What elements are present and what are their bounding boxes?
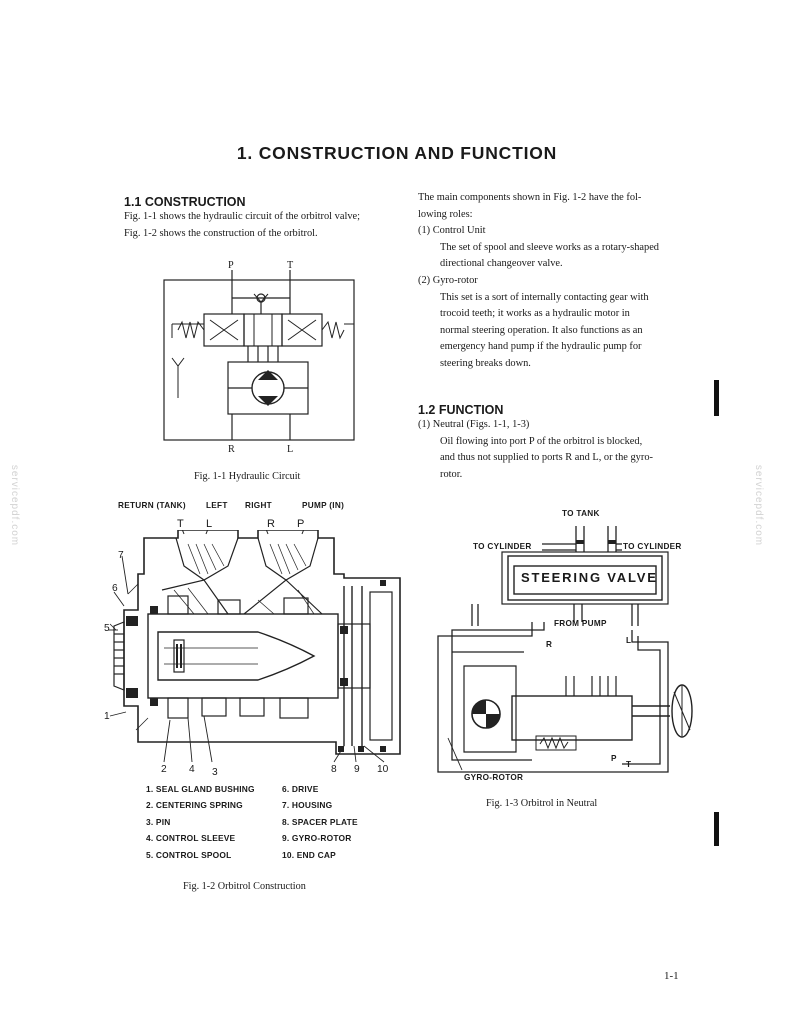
function-line: Oil flowing into port P of the orbitrol … (440, 435, 643, 447)
function-line: and thus not supplied to ports R and L, … (440, 452, 653, 464)
function-item-title: (1) Neutral (Figs. 1-1, 1-3) (418, 419, 530, 430)
legend-item: 5. CONTROL SPOOL (146, 849, 232, 860)
fig3-label-to-tank: TO TANK (562, 509, 600, 518)
fig3-label-steering-valve: STEERING VALVE (521, 570, 658, 585)
fig2-legend-left: 1. SEAL GLAND BUSHING 2. CENTERING SPRIN… (146, 781, 255, 863)
role-item-line: trocoid teeth; it works as a hydraulic m… (440, 308, 630, 320)
callout-3: 3 (212, 767, 218, 778)
fig3-label-to-cylinder-left: TO CYLINDER (473, 542, 532, 551)
watermark-left: servicepdf.com (9, 464, 21, 547)
function-heading: 1.2 FUNCTION (418, 403, 504, 417)
construction-line: Fig. 1-2 shows the construction of the o… (124, 227, 318, 239)
fig2-label-return: RETURN (TANK) (118, 501, 186, 510)
callout-6: 6 (112, 583, 118, 594)
construction-line: Fig. 1-1 shows the hydraulic circuit of … (124, 211, 361, 222)
callout-7: 7 (118, 550, 124, 561)
role-item-line: steering breaks down. (440, 357, 531, 369)
fig2-label-r: R (267, 518, 275, 530)
legend-item: 1. SEAL GLAND BUSHING (146, 784, 255, 794)
role-item-line: This set is a sort of internally contact… (440, 291, 649, 303)
fig1-label-r: R (228, 444, 235, 455)
legend-item: 6. DRIVE (282, 784, 319, 794)
legend-item: 3. PIN (146, 816, 171, 827)
function-text: (1) Neutral (Figs. 1-1, 1-3) Oil flowing… (418, 417, 708, 483)
hydraulic-circuit-diagram (163, 270, 355, 441)
fig2-label-pump: PUMP (IN) (302, 501, 345, 510)
margin-bar-top (714, 380, 719, 416)
legend-item: 9. GYRO-ROTOR (282, 833, 352, 844)
fig3-label-r: R (546, 640, 553, 649)
role-item-title: (2) Gyro-rotor (418, 274, 478, 286)
legend-item: 7. HOUSING (282, 800, 333, 811)
callout-5: 5 (104, 623, 110, 634)
orbitrol-neutral-diagram (437, 526, 693, 773)
fig1-caption: Fig. 1-1 Hydraulic Circuit (194, 471, 301, 482)
role-item-line: normal steering operation. It also funct… (440, 324, 643, 336)
construction-heading: 1.1 CONSTRUCTION (124, 195, 246, 209)
fig3-label-gyro-rotor: GYRO-ROTOR (464, 773, 524, 782)
roles-intro-line: The main components shown in Fig. 1-2 ha… (418, 192, 642, 203)
fig1-label-l: L (287, 444, 294, 455)
fig2-label-t: T (177, 518, 184, 530)
margin-bar-bottom (714, 812, 719, 846)
function-line: rotor. (440, 468, 463, 480)
page-title: 1. CONSTRUCTION AND FUNCTION (236, 143, 558, 163)
roles-intro-line: lowing roles: (418, 208, 473, 220)
callout-2: 2 (161, 764, 167, 775)
callout-10: 10 (377, 764, 389, 775)
fig3-label-to-cylinder-right: TO CYLINDER (623, 542, 682, 551)
fig2-legend-right: 6. DRIVE 7. HOUSING 8. SPACER PLATE 9. G… (282, 781, 358, 863)
watermark-right: servicepdf.com (753, 464, 765, 547)
role-item-title: (1) Control Unit (418, 225, 486, 237)
construction-text: Fig. 1-1 shows the hydraulic circuit of … (124, 209, 414, 242)
legend-item: 4. CONTROL SLEEVE (146, 833, 236, 844)
callout-8: 8 (331, 764, 337, 775)
fig2-label-right: RIGHT (245, 501, 272, 510)
fig2-label-p: P (297, 518, 305, 530)
callout-1: 1 (104, 711, 110, 722)
legend-item: 10. END CAP (282, 849, 336, 860)
roles-text: The main components shown in Fig. 1-2 ha… (418, 190, 708, 373)
fig1-label-p: P (228, 260, 234, 271)
fig3-label-l: L (626, 636, 632, 645)
fig3-label-t: T (626, 760, 632, 769)
role-item-line: directional changeover valve. (440, 258, 563, 270)
fig2-label-left: LEFT (206, 501, 228, 510)
legend-item: 2. CENTERING SPRING (146, 800, 243, 811)
role-item-line: The set of spool and sleeve works as a r… (440, 241, 659, 253)
fig3-label-from-pump: FROM PUMP (554, 619, 607, 628)
callout-9: 9 (354, 764, 360, 775)
orbitrol-construction-diagram (108, 530, 401, 763)
fig3-label-p: P (611, 754, 617, 763)
page-number: 1-1 (664, 970, 679, 982)
callout-4: 4 (189, 764, 195, 775)
fig2-label-l: L (206, 518, 213, 530)
role-item-line: emergency hand pump if the hydraulic pum… (440, 341, 642, 353)
fig3-caption: Fig. 1-3 Orbitrol in Neutral (486, 798, 598, 809)
fig2-caption: Fig. 1-2 Orbitrol Construction (183, 881, 306, 892)
legend-item: 8. SPACER PLATE (282, 816, 358, 827)
fig1-label-t: T (287, 260, 294, 271)
